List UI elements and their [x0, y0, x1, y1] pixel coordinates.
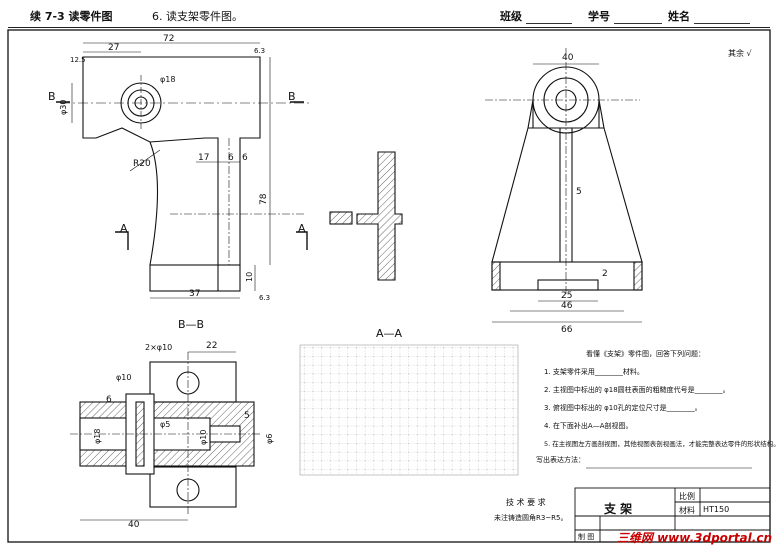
dim-text: 22: [206, 341, 217, 351]
dim-text: 25: [561, 291, 572, 301]
dim-text: 6: [242, 153, 248, 163]
dim-text: 5: [244, 411, 250, 421]
dim-text: φ6: [265, 434, 274, 444]
dim-text: 2×φ10: [145, 343, 172, 352]
t-section: [329, 151, 403, 281]
dim-text: 6.3: [259, 294, 270, 302]
dim-text: φ10: [116, 373, 131, 382]
exercise-title: 续 7-3 读零件图: [30, 10, 113, 23]
dim-text: 40: [128, 520, 140, 530]
dim-text: 10: [245, 272, 254, 282]
number-field[interactable]: 学号: [588, 8, 662, 24]
dim-text: 46: [561, 301, 573, 311]
tech-text: 未注铸造圆角R3~R5。: [494, 514, 568, 522]
dim-text: 78: [259, 193, 269, 205]
class-label: 班级: [500, 10, 522, 23]
dim-text: 66: [561, 325, 573, 335]
watermark: 三维网 www.3dportal.cn: [616, 531, 772, 545]
dim-text: 6: [106, 395, 112, 405]
dim-text: φ18: [93, 429, 102, 444]
dim-text: φ5: [160, 420, 170, 429]
name-label: 姓名: [668, 10, 690, 23]
questions-intro: 看懂《支架》零件图，回答下列问题：: [586, 350, 705, 358]
section-label-aa: A—A: [376, 327, 403, 340]
section-label-b-left: B: [48, 90, 56, 103]
section-label-b-right: B: [288, 90, 296, 103]
dim-text: 6.3: [254, 47, 265, 55]
surface-note: 其余 √: [728, 49, 752, 58]
bb-section: [70, 351, 262, 521]
section-label-a-right: A: [298, 222, 306, 235]
class-field[interactable]: 班级: [500, 8, 572, 24]
dim-text: 27: [108, 43, 119, 53]
dim-text: 2: [602, 269, 608, 279]
dim-text: φ30: [59, 100, 68, 115]
answer-label[interactable]: 写出表达方法：: [536, 456, 585, 464]
dim-text: 5: [576, 187, 582, 197]
material-value: HT150: [703, 505, 730, 514]
dim-text: φ18: [160, 75, 175, 84]
section-label-bb: B—B: [178, 318, 205, 331]
dim-text: φ10: [199, 430, 208, 445]
dim-text: 37: [189, 289, 200, 299]
side-view: [485, 48, 643, 323]
material-label: 材料: [679, 506, 695, 515]
front-view: [56, 42, 310, 299]
number-label: 学号: [588, 10, 610, 23]
dim-text: 40: [562, 53, 574, 63]
question-4: 4. 在下面补出A—A剖视图。: [544, 422, 633, 430]
header-divider: [8, 27, 770, 28]
aa-grid: [299, 344, 519, 476]
question-5: 5. 在主视图左方画剖视图，其他视图表剖视画法，才能完整表达零件的形状结构。: [544, 440, 776, 448]
dim-text: 6: [228, 153, 234, 163]
drawer-label: 制 图: [578, 533, 595, 541]
title-block: [574, 487, 771, 543]
tech-title: 技 术 要 求: [506, 498, 546, 507]
dim-text: R20: [133, 159, 151, 169]
dim-text: 12.5: [70, 56, 86, 64]
question-3[interactable]: 3. 俯视图中标出的 φ10孔的定位尺寸是________。: [544, 404, 702, 412]
dim-text: 72: [163, 34, 174, 44]
part-name: 支 架: [604, 502, 633, 516]
task-title: 6. 读支架零件图。: [152, 10, 243, 23]
question-2[interactable]: 2. 主视图中标出的 φ18圆柱表面的粗糙度代号是________。: [544, 386, 730, 394]
question-1[interactable]: 1. 支架零件采用________材料。: [544, 368, 644, 376]
section-label-a-left: A: [120, 222, 128, 235]
scale-label: 比例: [679, 492, 695, 501]
dim-text: 17: [198, 153, 209, 163]
name-field[interactable]: 姓名: [668, 8, 750, 24]
